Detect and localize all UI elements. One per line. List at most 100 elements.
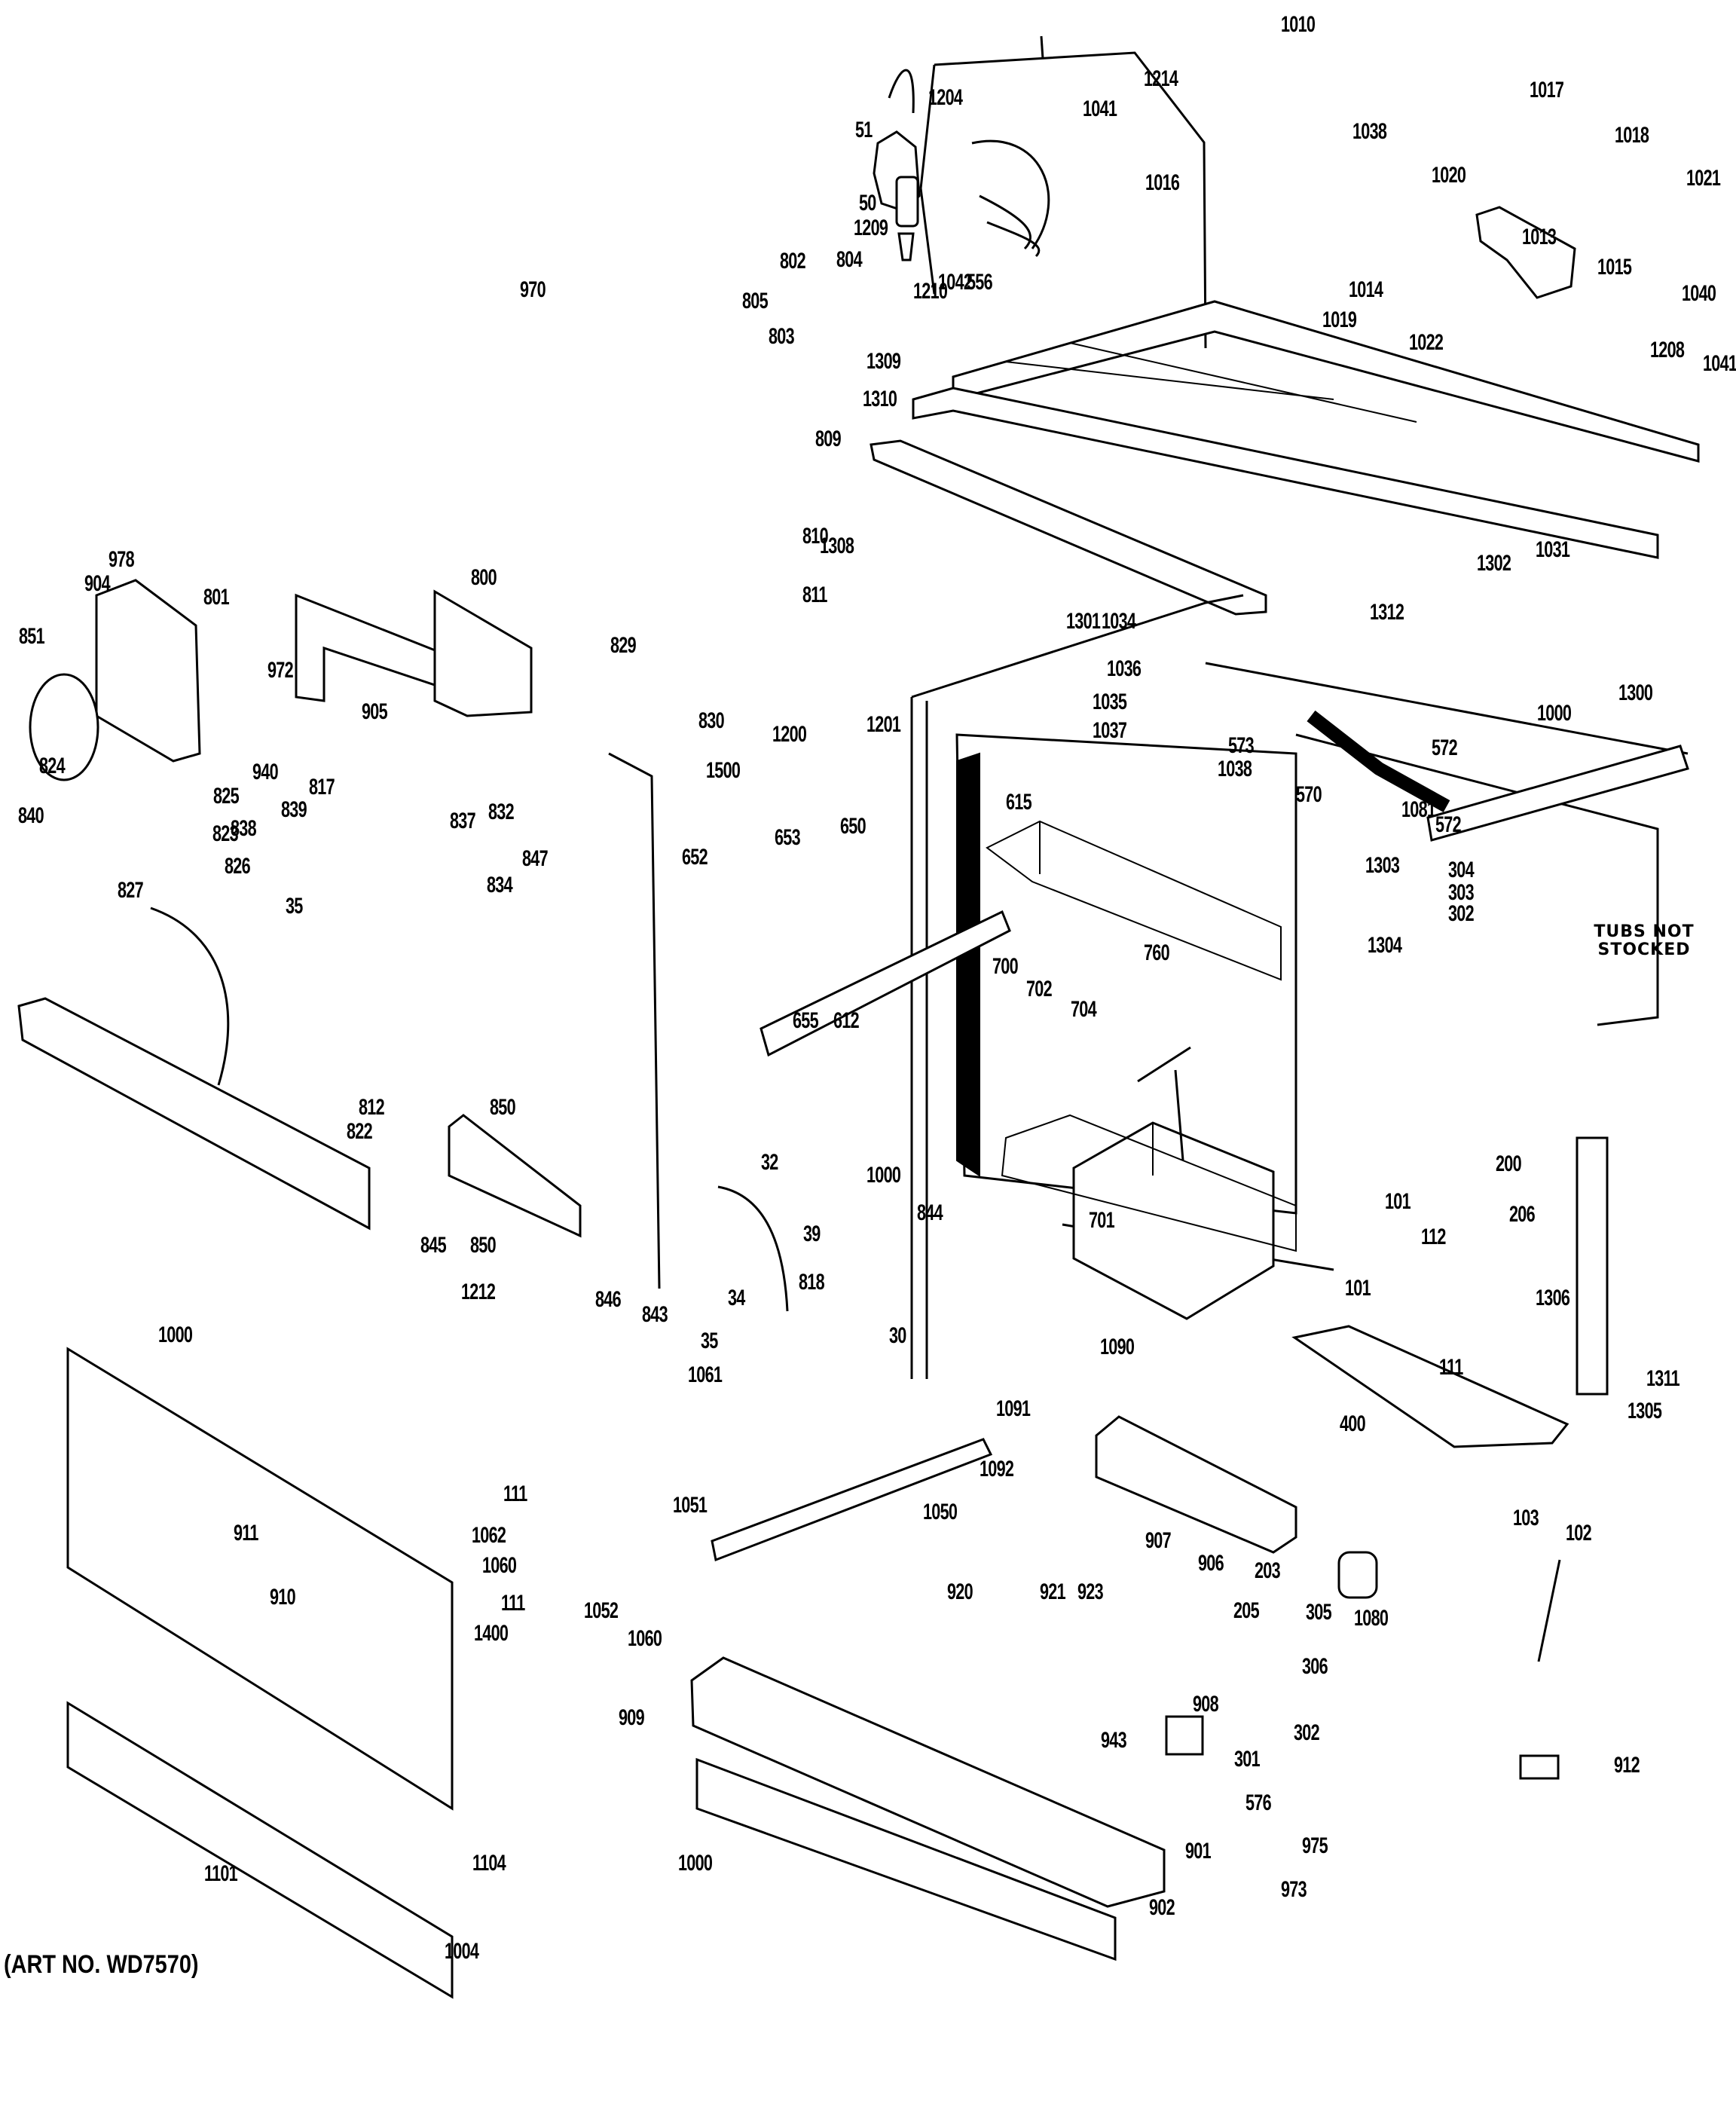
part-callout-824: 824: [39, 754, 66, 778]
part-callout-805: 805: [742, 289, 769, 313]
part-callout-1101: 1101: [204, 1861, 238, 1886]
part-callout-1204: 1204: [928, 85, 963, 110]
part-callout-906: 906: [1198, 1551, 1224, 1576]
part-callout-838: 838: [231, 816, 257, 841]
part-callout-112: 112: [1421, 1225, 1446, 1249]
part-callout-302: 302: [1294, 1720, 1320, 1745]
part-callout-847: 847: [522, 846, 549, 871]
part-callout-1306: 1306: [1536, 1286, 1570, 1310]
water-valve-kit-outline: [919, 35, 1207, 349]
hinge-arm-818: [717, 1185, 789, 1312]
part-callout-1000: 1000: [678, 1851, 713, 1876]
part-callout-1062: 1062: [472, 1523, 506, 1548]
part-callout-826: 826: [225, 854, 251, 879]
part-callout-827: 827: [118, 878, 144, 903]
part-callout-1050: 1050: [923, 1500, 958, 1524]
part-callout-1090: 1090: [1100, 1335, 1135, 1359]
part-callout-576: 576: [1245, 1790, 1272, 1815]
switch-bank-906: [1095, 1415, 1297, 1554]
part-callout-203: 203: [1255, 1558, 1281, 1583]
part-callout-850: 850: [490, 1095, 516, 1120]
part-callout-205: 205: [1233, 1598, 1260, 1623]
part-callout-111: 111: [1439, 1355, 1463, 1380]
drain-hose-572: [1307, 710, 1450, 812]
part-callout-655: 655: [793, 1008, 819, 1033]
part-callout-572: 572: [1432, 735, 1458, 760]
part-callout-845: 845: [420, 1233, 447, 1258]
part-callout-839: 839: [281, 797, 307, 822]
part-callout-1018: 1018: [1615, 123, 1649, 148]
part-callout-921: 921: [1040, 1579, 1066, 1604]
part-callout-801: 801: [203, 585, 230, 610]
part-callout-829: 829: [610, 633, 637, 658]
part-callout-1304: 1304: [1368, 933, 1402, 958]
part-callout-1312: 1312: [1370, 600, 1404, 625]
part-callout-1080: 1080: [1354, 1606, 1389, 1631]
rail-1308: [870, 439, 1267, 616]
part-callout-206: 206: [1509, 1202, 1536, 1227]
part-callout-817: 817: [309, 775, 335, 800]
part-callout-1019: 1019: [1322, 307, 1357, 332]
knob-851: [29, 673, 99, 781]
part-callout-1016: 1016: [1145, 170, 1180, 195]
inlet-hose-1204: [888, 69, 915, 114]
part-callout-304: 304: [1448, 858, 1475, 882]
part-callout-1034: 1034: [1102, 609, 1136, 634]
part-callout-653: 653: [775, 825, 801, 850]
part-callout-556: 556: [967, 270, 993, 295]
part-callout-908: 908: [1193, 1692, 1219, 1717]
part-callout-1310: 1310: [863, 387, 897, 411]
part-callout-302: 302: [1448, 901, 1475, 926]
part-callout-1214: 1214: [1144, 66, 1178, 91]
part-callout-1015: 1015: [1597, 255, 1632, 280]
part-callout-840: 840: [18, 803, 44, 828]
part-callout-573: 573: [1228, 733, 1255, 758]
part-callout-902: 902: [1149, 1895, 1175, 1920]
part-callout-1040: 1040: [1682, 281, 1716, 306]
upper-rack-615: [986, 820, 1282, 981]
part-callout-909: 909: [619, 1705, 645, 1730]
part-callout-301: 301: [1234, 1747, 1261, 1772]
part-callout-34: 34: [728, 1286, 745, 1310]
part-callout-35: 35: [701, 1329, 718, 1353]
part-callout-111: 111: [503, 1481, 527, 1506]
part-callout-1091: 1091: [996, 1396, 1031, 1421]
transformer-908: [1165, 1715, 1204, 1756]
part-callout-825: 825: [213, 784, 240, 809]
rack-track-650: [760, 910, 1011, 1057]
part-callout-843: 843: [642, 1302, 668, 1327]
part-callout-35: 35: [286, 894, 303, 919]
part-callout-1400: 1400: [474, 1621, 509, 1646]
part-callout-615: 615: [1006, 790, 1032, 815]
part-callout-1209: 1209: [854, 216, 888, 240]
outer-door-1400: [66, 1347, 454, 1811]
part-callout-1031: 1031: [1536, 537, 1570, 562]
part-callout-1051: 1051: [673, 1493, 708, 1518]
part-callout-1037: 1037: [1093, 718, 1127, 743]
part-callout-1309: 1309: [866, 349, 901, 374]
lower-rack-701: [1001, 1114, 1297, 1252]
part-callout-970: 970: [520, 277, 546, 302]
part-callout-704: 704: [1071, 997, 1097, 1022]
motor-203: [1337, 1551, 1378, 1599]
trim-902: [695, 1757, 1117, 1961]
part-callout-800: 800: [471, 565, 497, 590]
part-callout-1300: 1300: [1618, 680, 1653, 705]
part-callout-905: 905: [362, 699, 388, 724]
part-callout-1010: 1010: [1281, 12, 1316, 37]
part-callout-811: 811: [802, 582, 827, 607]
part-callout-1004: 1004: [445, 1939, 479, 1964]
part-callout-1041: 1041: [1703, 351, 1736, 376]
part-callout-306: 306: [1302, 1654, 1328, 1679]
part-callout-978: 978: [108, 547, 135, 572]
part-callout-1022: 1022: [1409, 330, 1444, 355]
part-callout-972: 972: [267, 658, 294, 683]
part-callout-1014: 1014: [1349, 277, 1383, 302]
part-callout-1200: 1200: [772, 722, 807, 747]
part-callout-975: 975: [1302, 1833, 1328, 1858]
part-callout-39: 39: [803, 1222, 821, 1246]
terminal-block-912: [1519, 1754, 1560, 1780]
part-callout-1308: 1308: [820, 534, 854, 558]
part-callout-911: 911: [234, 1521, 258, 1546]
